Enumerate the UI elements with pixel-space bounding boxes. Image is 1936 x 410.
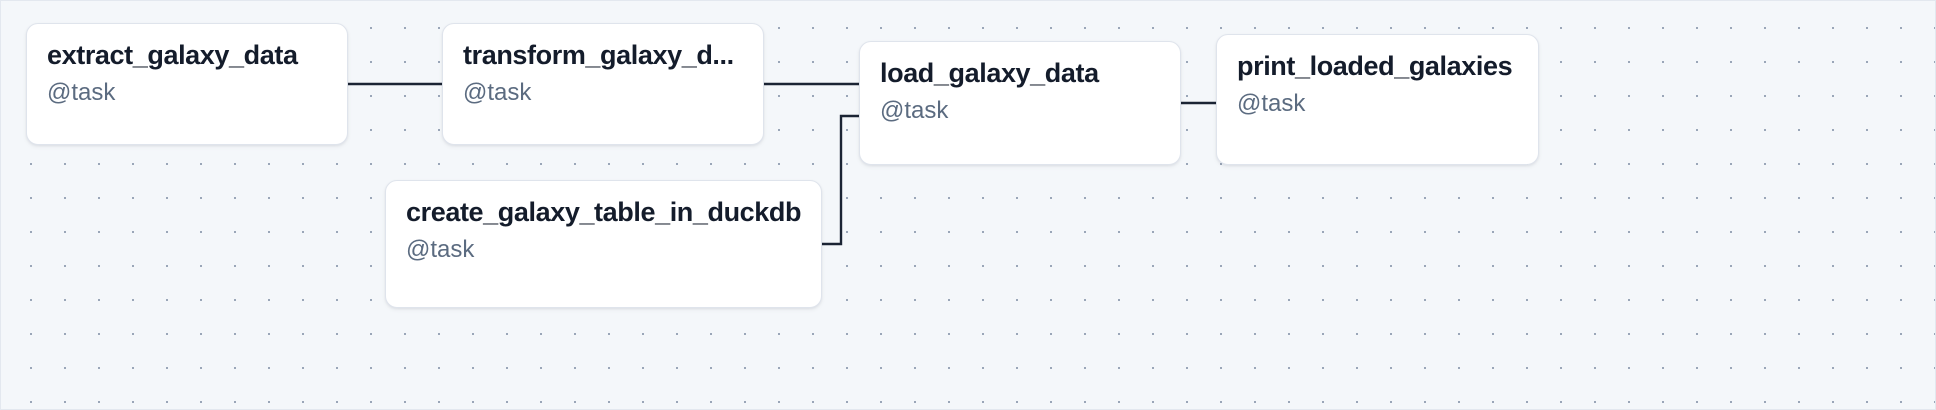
task-node-create-galaxy-table-in-duckdb[interactable]: create_galaxy_table_in_duckdb @task <box>385 180 822 308</box>
task-node-decorator-label: @task <box>1237 89 1306 117</box>
task-node-decorator-label: @task <box>463 78 532 106</box>
task-node-decorator-label: @task <box>47 78 116 106</box>
task-node-title: create_galaxy_table_in_duckdb <box>406 197 801 227</box>
task-node-print-loaded-galaxies[interactable]: print_loaded_galaxies @task <box>1216 34 1539 165</box>
task-node-title: transform_galaxy_d... <box>463 40 734 70</box>
task-node-load-galaxy-data[interactable]: load_galaxy_data @task <box>859 41 1181 165</box>
task-node-title: load_galaxy_data <box>880 58 1099 88</box>
task-node-transform-galaxy-data[interactable]: transform_galaxy_d... @task <box>442 23 764 145</box>
task-node-title: print_loaded_galaxies <box>1237 51 1513 81</box>
task-node-decorator-label: @task <box>880 96 949 124</box>
task-node-title: extract_galaxy_data <box>47 40 298 70</box>
edge-create-to-load <box>822 114 859 246</box>
task-node-decorator-label: @task <box>406 235 475 263</box>
task-node-extract-galaxy-data[interactable]: extract_galaxy_data @task <box>26 23 348 145</box>
